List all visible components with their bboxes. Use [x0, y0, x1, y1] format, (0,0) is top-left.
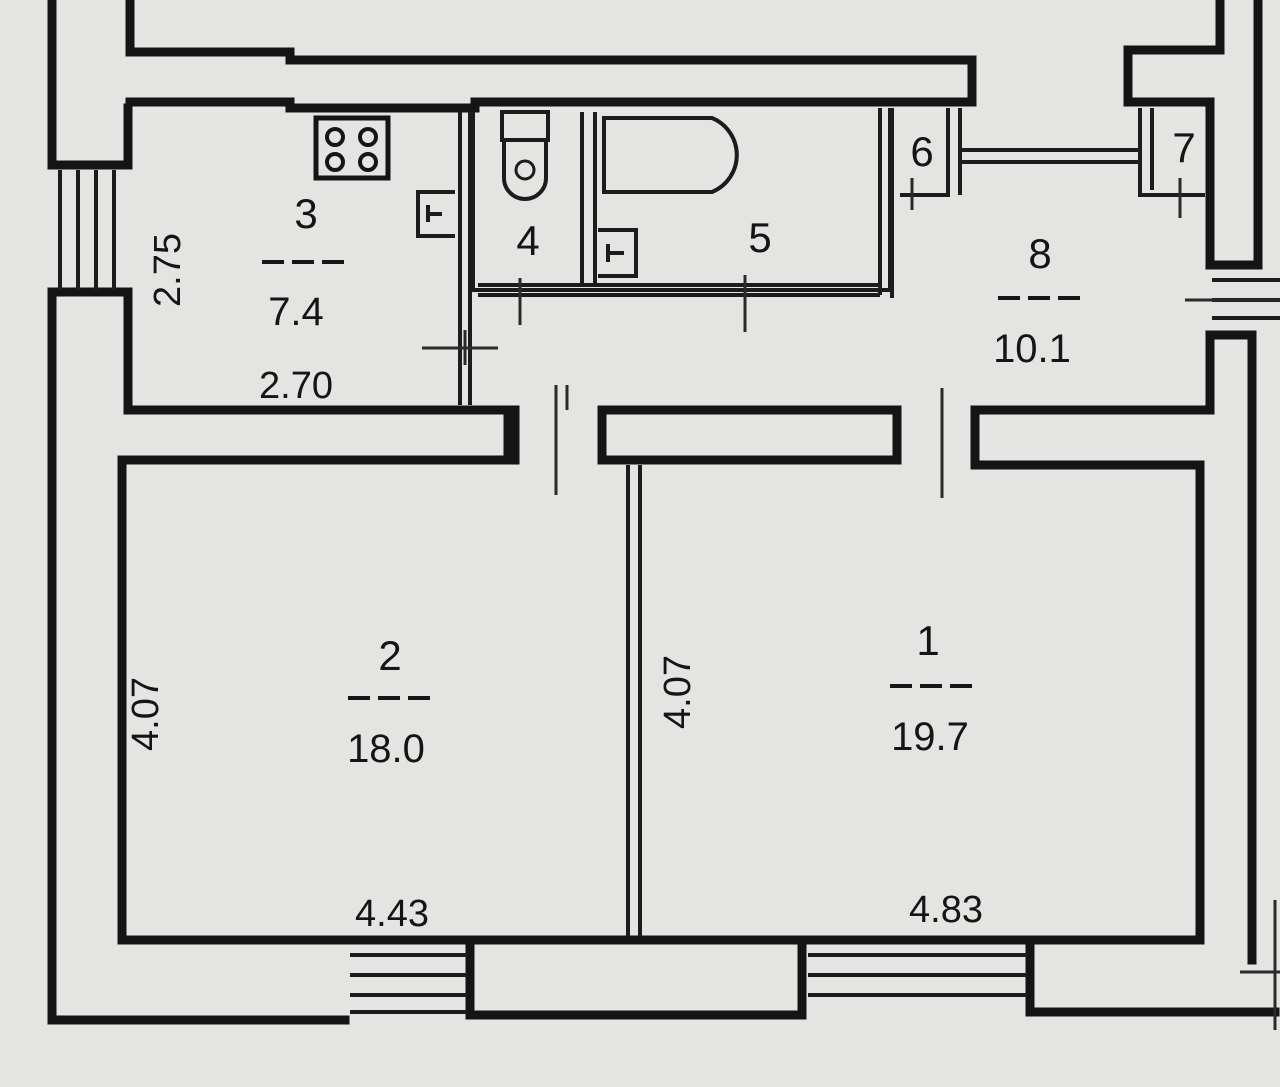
room-label-2: 2 18.0	[347, 632, 432, 771]
dimension-room-3-width: 2.70	[259, 365, 333, 407]
room-number-7: 7	[1172, 124, 1195, 171]
room-label-8: 8 10.1	[993, 230, 1082, 371]
walls	[47, 0, 1280, 1025]
dimension-room-2-width: 4.43	[355, 893, 429, 935]
dimension-room-2-height: 4.07	[125, 677, 167, 751]
toilet-icon	[500, 110, 550, 201]
room-number: 8	[1028, 230, 1051, 277]
room-number: 1	[916, 617, 939, 664]
door-markers	[422, 178, 1280, 1030]
kitchen-sink-icon	[416, 190, 455, 238]
room-number: 2	[378, 632, 401, 679]
room-number-6: 6	[910, 128, 933, 175]
room-number: 3	[294, 190, 317, 237]
room-area: 10.1	[993, 327, 1071, 371]
dimension-room-1-height: 4.07	[657, 655, 699, 729]
bathtub-icon	[602, 116, 739, 194]
room-area: 18.0	[347, 727, 425, 771]
room-area: 19.7	[891, 715, 969, 759]
stove-icon	[313, 115, 391, 181]
room-area: 7.4	[268, 290, 324, 334]
room-label-3: 3 7.4	[262, 190, 350, 334]
dimension-room-1-width: 4.83	[909, 889, 983, 931]
dimension-room-3-height: 2.75	[147, 233, 189, 307]
room-label-1: 1 19.7	[890, 617, 972, 759]
room-number-4: 4	[516, 217, 539, 264]
fixtures	[313, 110, 739, 278]
bathroom-sink-icon	[598, 228, 638, 278]
partitions	[458, 108, 1205, 936]
room-number-5: 5	[748, 214, 771, 261]
